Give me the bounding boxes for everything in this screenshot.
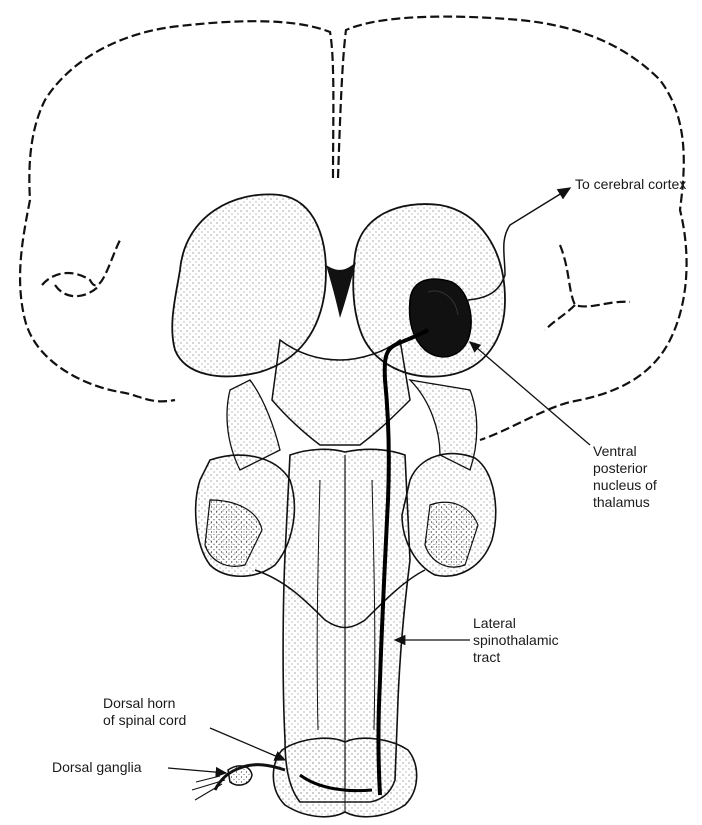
label-ventral-posterior-nucleus: Ventral posterior nucleus of thalamus [593,443,657,511]
right-sulcus [560,245,630,306]
dorsal-ganglion [228,766,252,785]
label-vpn-line: thalamus [593,494,657,511]
horn-pointer [210,728,285,760]
label-spinothalamic-tract: Lateral spinothalamic tract [473,615,559,666]
label-tract-line: spinothalamic [473,632,559,649]
label-cerebral-cortex: To cerebral cortex [575,176,686,193]
label-horn-line: of spinal cord [103,712,186,729]
label-tract-line: Lateral [473,615,559,632]
label-dorsal-ganglia: Dorsal ganglia [52,759,142,776]
right-sulcus-2 [545,305,575,330]
vpn-pointer [470,342,590,445]
left-sulcus [42,240,120,285]
label-vpn-line: nucleus of [593,477,657,494]
ganglia-pointer [168,768,226,773]
label-dorsal-horn: Dorsal horn of spinal cord [103,695,186,729]
left-sulcus-2 [55,285,100,296]
left-thalamus [172,194,326,376]
label-horn-line: Dorsal horn [103,695,186,712]
label-vpn-line: posterior [593,460,657,477]
label-vpn-line: Ventral [593,443,657,460]
third-ventricle [326,262,356,318]
label-tract-line: tract [473,649,559,666]
